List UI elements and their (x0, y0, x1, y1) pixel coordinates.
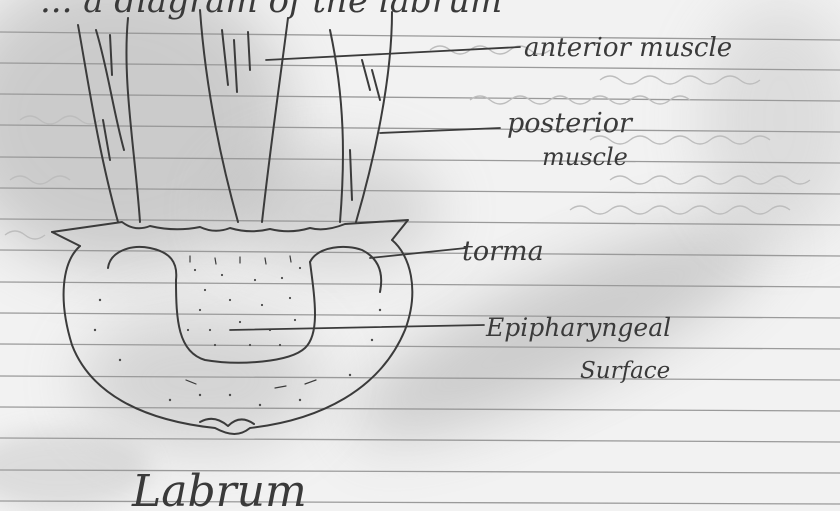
heading-fragment: ... a diagram of the labrum (40, 0, 502, 21)
label-torma: torma (462, 236, 544, 267)
diagram-caption: Labrum (131, 466, 307, 511)
label-epipharyngeal-line1: Epipharyngeal (485, 313, 671, 342)
label-epipharyngeal-line2: Surface (580, 358, 670, 384)
label-posterior-muscle-line2: muscle (542, 143, 628, 171)
leader-anterior-muscle (266, 47, 520, 60)
label-posterior-muscle-line1: posterior (507, 108, 634, 139)
label-anterior-muscle: anterior muscle (524, 33, 732, 63)
